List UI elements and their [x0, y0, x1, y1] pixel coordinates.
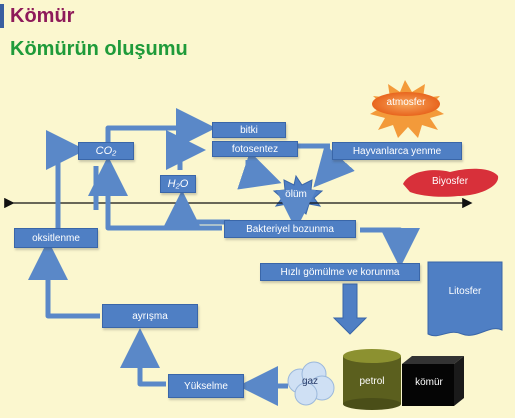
- olum-label: ölüm: [285, 189, 307, 200]
- ayrisma-box: ayrışma: [102, 304, 198, 328]
- title-accent-bar: [0, 4, 4, 28]
- h2o-label: H₂O: [167, 178, 189, 190]
- biyosfer-label: Biyosfer: [431, 176, 469, 187]
- co2-label: CO₂: [95, 145, 117, 157]
- komur-cube-shape: [402, 356, 464, 406]
- oksitlenme-label: oksitlenme: [32, 232, 80, 244]
- flow-connectors: [27, 108, 420, 406]
- atmosfer-label: atmosfer: [386, 97, 426, 108]
- litosfer-shape: [427, 261, 503, 337]
- hayvanlarca-yenme-label: Hayvanlarca yenme: [352, 145, 442, 157]
- gaz-cloud-shape: [287, 361, 335, 406]
- gaz-label: gaz: [301, 376, 319, 387]
- bakteriyel-bozunma-label: Bakteriyel bozunma: [246, 223, 334, 235]
- hizli-gomulme-label: Hızlı gömülme ve korunma: [280, 266, 400, 278]
- petrol-label: petrol: [359, 376, 385, 387]
- fotosentez-label: fotosentez: [231, 143, 279, 155]
- yukselme-label: Yükselme: [184, 380, 228, 392]
- page-subtitle: Kömürün oluşumu: [10, 38, 188, 60]
- petrol-barrel-shape: [343, 349, 401, 410]
- bitki-box: bitki: [212, 122, 286, 138]
- page-title: Kömür: [10, 5, 75, 27]
- ayrisma-label: ayrışma: [132, 310, 168, 322]
- yukselme-box: Yükselme: [168, 374, 244, 398]
- hayvanlarca-yenme-box: Hayvanlarca yenme: [332, 142, 462, 160]
- biyosfer-shape: [403, 168, 499, 197]
- burial-down-arrow: [332, 283, 368, 335]
- h2o-box: H₂O: [160, 175, 196, 193]
- hizli-gomulme-box: Hızlı gömülme ve korunma: [260, 263, 420, 281]
- bakteriyel-bozunma-box: Bakteriyel bozunma: [224, 220, 356, 238]
- oksitlenme-box: oksitlenme: [14, 228, 98, 248]
- bitki-label: bitki: [240, 124, 258, 136]
- co2-box: CO₂: [78, 142, 134, 160]
- litosfer-label: Litosfer: [448, 286, 482, 297]
- fotosentez-box: fotosentez: [212, 141, 298, 157]
- komur-label: kömür: [415, 377, 443, 388]
- atmosfer-sun-shape: [370, 80, 444, 138]
